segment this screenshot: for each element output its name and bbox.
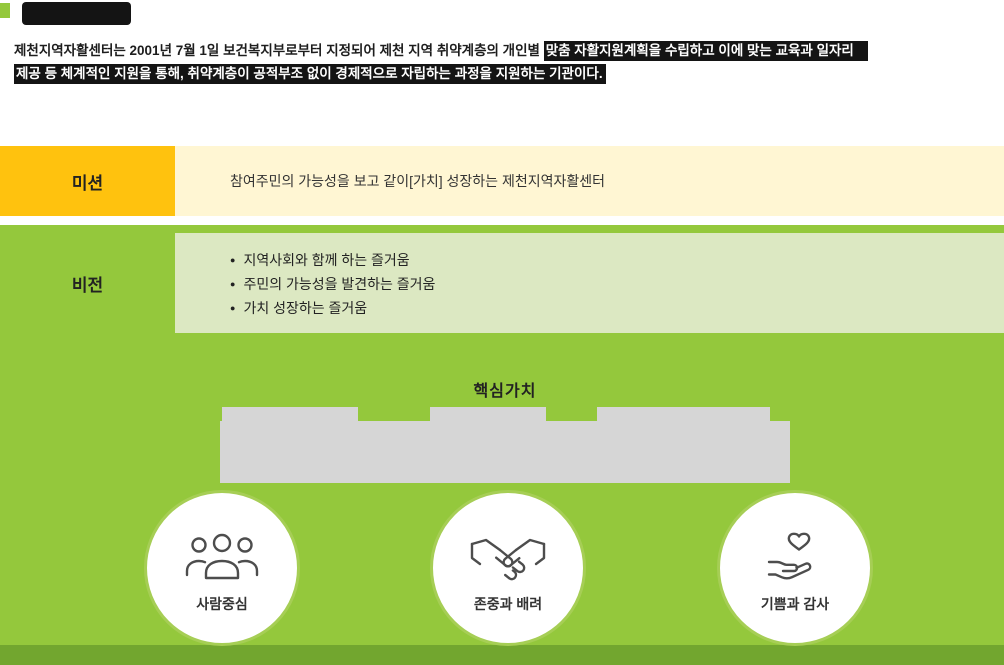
- core-values-graphic-band: [220, 421, 790, 483]
- handshake-icon: [468, 522, 548, 586]
- core-value-label: 기쁨과 감사: [760, 596, 830, 612]
- mission-text: 참여주민의 가능성을 보고 같이[가치] 성장하는 제천지역자활센터: [175, 146, 1004, 216]
- mission-label: 미션: [0, 146, 175, 216]
- section-title-badge: [22, 2, 131, 25]
- core-value-card-people: 사람중심: [144, 490, 300, 646]
- people-icon: [185, 522, 259, 586]
- vision-item: ● 주민의 가능성을 발견하는 즐거움: [230, 272, 1004, 296]
- core-values-graphic-tab: [222, 407, 358, 421]
- mission-row: 미션 참여주민의 가능성을 보고 같이[가치] 성장하는 제천지역자활센터: [0, 146, 1004, 216]
- vision-item-label: 주민의 가능성을 발견하는 즐거움: [243, 276, 436, 292]
- vision-item: ● 가치 성장하는 즐거움: [230, 296, 1004, 320]
- intro-line-1: 제천지역자활센터는 2001년 7월 1일 보건복지부로부터 지정되어 제천 지…: [14, 39, 1000, 62]
- core-values-graphic-tab: [430, 407, 546, 421]
- vision-core-values-section: 비전 ● 지역사회와 함께 하는 즐거움 ● 주민의 가능성을 발견하는 즐거움…: [0, 225, 1004, 665]
- bullet-icon: ●: [230, 255, 236, 265]
- intro-paragraph: 제천지역자활센터는 2001년 7월 1일 보건복지부로부터 지정되어 제천 지…: [14, 39, 1000, 85]
- accent-chip: [0, 3, 10, 18]
- core-values-graphic-tab: [597, 407, 770, 421]
- core-value-label: 사람중심: [196, 596, 248, 612]
- intro-text: 제천지역자활센터는 2001년 7월 1일 보건복지부로부터 지정되어 제천 지…: [14, 43, 544, 58]
- core-value-label: 존중과 배려: [473, 596, 543, 612]
- bullet-icon: ●: [230, 303, 236, 313]
- vision-item-label: 지역사회와 함께 하는 즐거움: [243, 252, 410, 268]
- vision-label: 비전: [71, 275, 104, 295]
- hand-holding-heart-icon: [763, 522, 827, 586]
- bullet-icon: ●: [230, 279, 236, 289]
- core-values-title: 핵심가치: [473, 383, 537, 400]
- vision-box: ● 지역사회와 함께 하는 즐거움 ● 주민의 가능성을 발견하는 즐거움 ● …: [175, 233, 1004, 333]
- vision-item-label: 가치 성장하는 즐거움: [243, 300, 368, 316]
- core-value-card-respect: 존중과 배려: [430, 490, 586, 646]
- footer-strip: [0, 645, 1004, 665]
- intro-line-2: 제공 등 체계적인 지원을 통해, 취약계층이 공적부조 없이 경제적으로 자립…: [14, 62, 1000, 85]
- core-value-card-gratitude: 기쁨과 감사: [717, 490, 873, 646]
- vision-item: ● 지역사회와 함께 하는 즐거움: [230, 248, 1004, 272]
- intro-text-highlighted: 제공 등 체계적인 지원을 통해, 취약계층이 공적부조 없이 경제적으로 자립…: [14, 64, 606, 84]
- intro-text-highlighted: 맞춤 자활지원계획을 수립하고 이에 맞는 교육과 일자리: [543, 41, 868, 61]
